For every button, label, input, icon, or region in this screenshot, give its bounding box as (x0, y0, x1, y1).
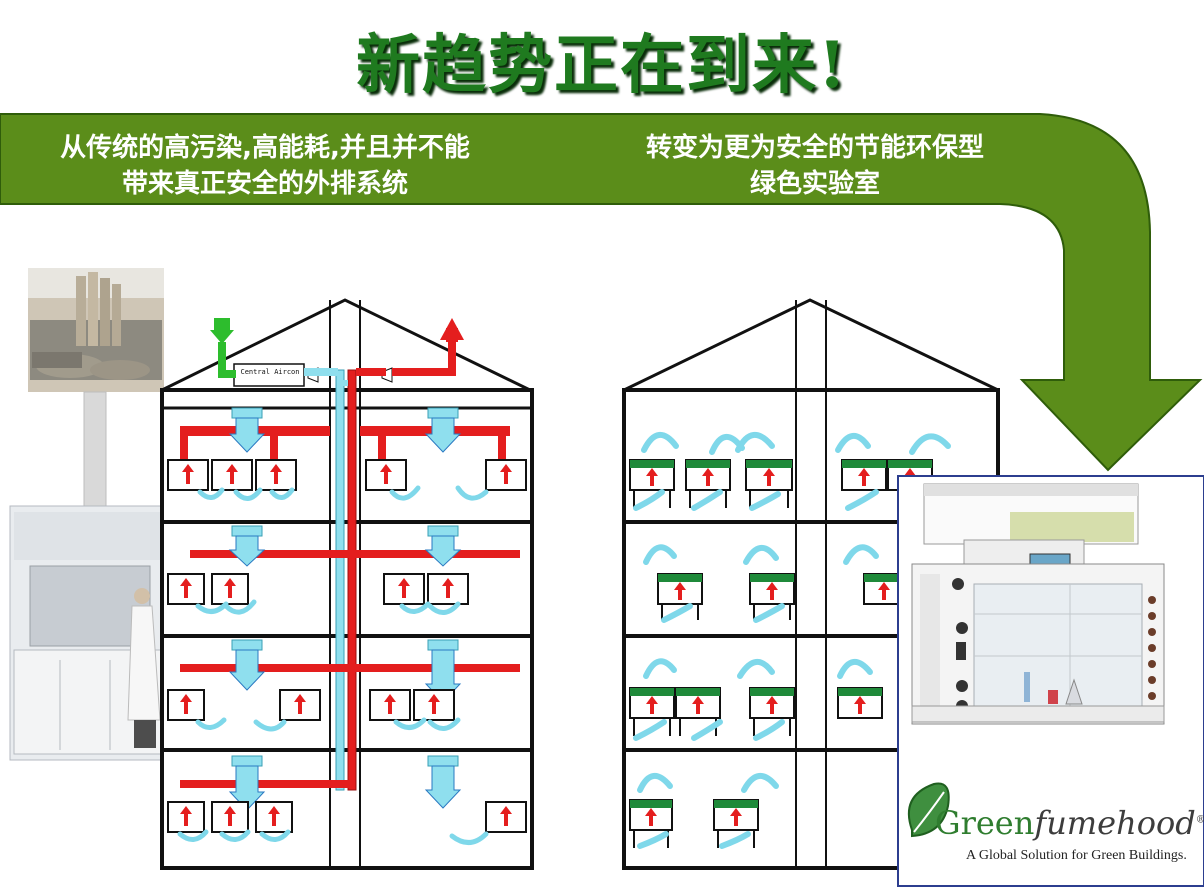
banner-left-line2: 带来真正安全的外排系统 (121, 169, 408, 199)
floor-2-ducts (190, 525, 520, 567)
brand-tagline: A Global Solution for Green Buildings. (966, 848, 1187, 863)
green-airflow (633, 432, 951, 849)
traditional-airflow (177, 485, 489, 845)
brand-suffix: fumehood (1034, 804, 1196, 842)
green-fumehood-panel (897, 475, 1204, 887)
banner-right-text: 转变为更为安全的节能环保型 绿色实验室 (590, 130, 1040, 202)
floor-4-ducts (180, 755, 462, 811)
registered-mark: ® (1196, 814, 1204, 825)
smokestack-photo (28, 268, 164, 392)
exhaust-duct (83, 391, 107, 523)
banner-right-line2: 绿色实验室 (749, 169, 880, 199)
leaf-icon (907, 782, 950, 838)
brand-logo: Greenfumehood® (935, 804, 1204, 842)
traditional-fume-hood-photo (9, 505, 171, 761)
green-building (622, 298, 1000, 870)
page-title: 新趋势正在到来! (355, 28, 849, 103)
traditional-hood-arrows (180, 464, 512, 826)
green-hoods (629, 459, 933, 848)
central-aircon-label: Central Aircon (240, 368, 300, 376)
banner-right-line1: 转变为更为安全的节能环保型 (645, 133, 984, 163)
floor-1-ducts (180, 407, 510, 460)
banner-arrow (0, 113, 1203, 472)
banner-left-line1: 从传统的高污染,高能耗,并且并不能 (60, 133, 470, 163)
banner-left-text: 从传统的高污染,高能耗,并且并不能 带来真正安全的外排系统 (0, 130, 530, 202)
brand-prefix: Green (935, 804, 1035, 842)
traditional-building (160, 298, 534, 870)
